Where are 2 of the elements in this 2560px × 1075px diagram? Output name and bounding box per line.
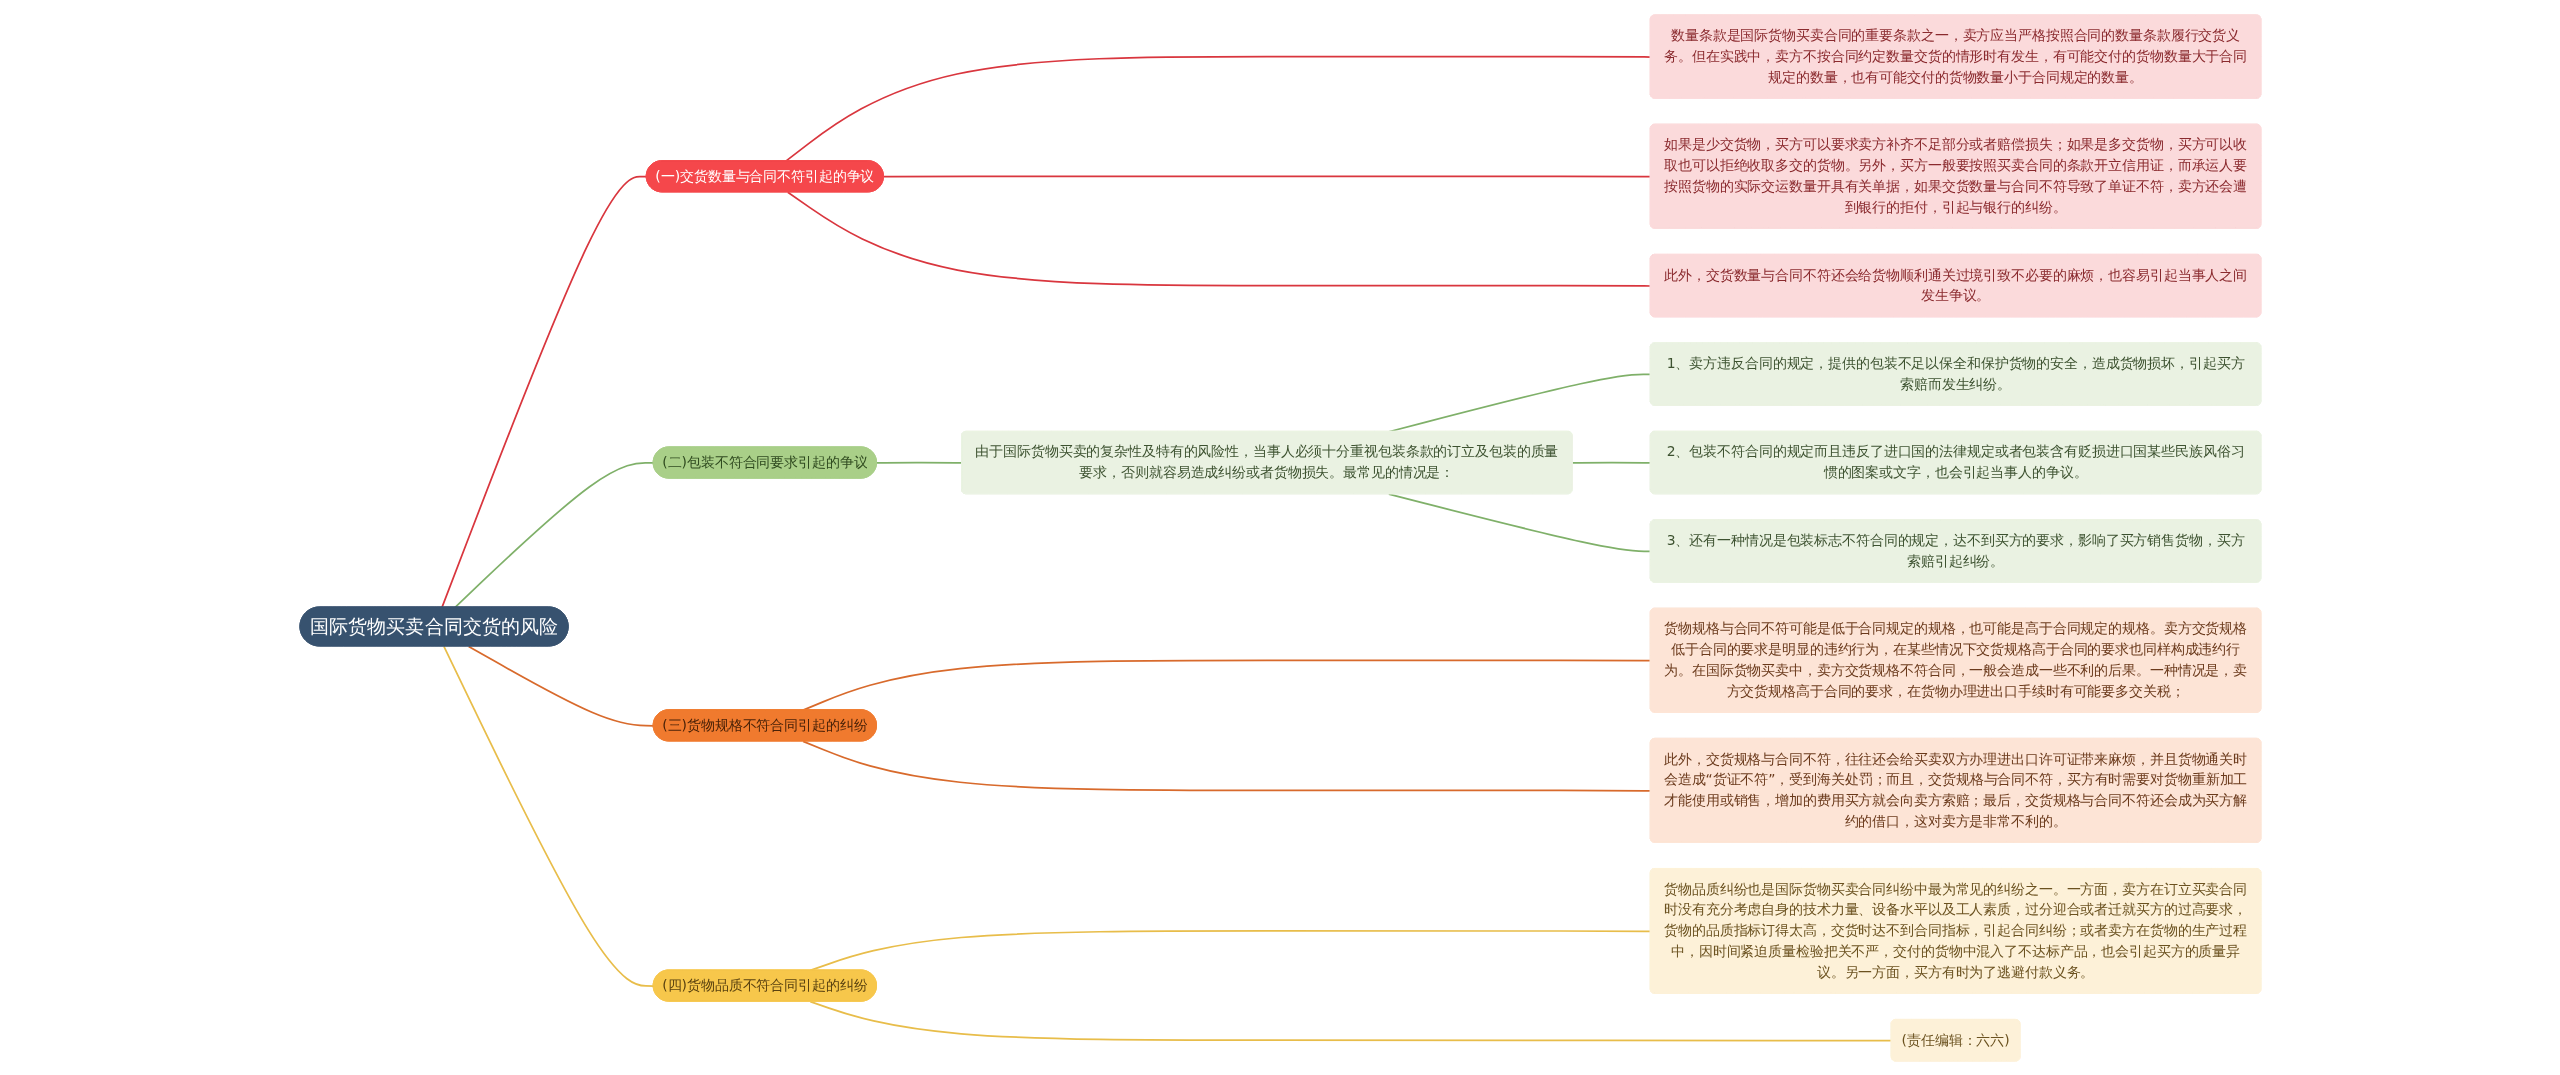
connector [440, 175, 648, 608]
connector [875, 461, 963, 464]
